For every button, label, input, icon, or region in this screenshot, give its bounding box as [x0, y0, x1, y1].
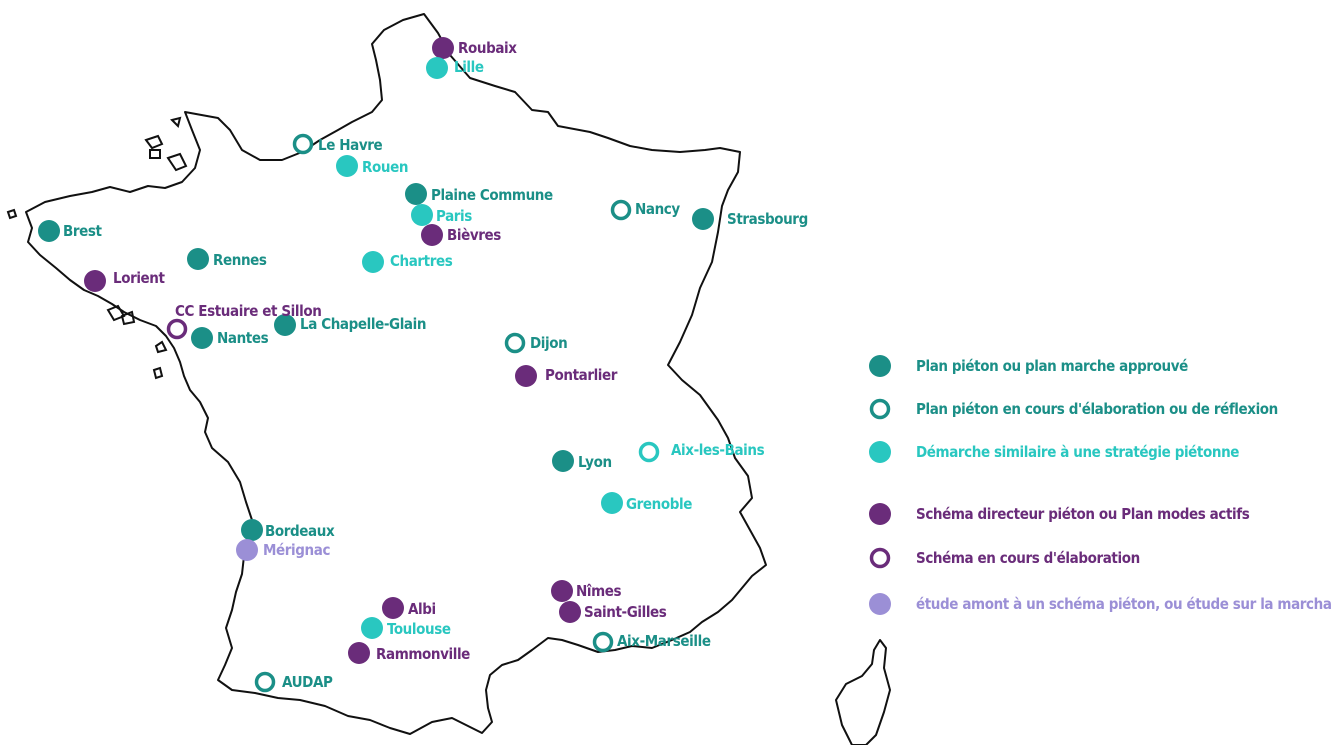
label-nantes: Nantes	[217, 329, 269, 347]
label-audap: AUDAP	[282, 673, 333, 691]
legend-item-plan-in-progress: Plan piéton en cours d'élaboration ou de…	[868, 397, 1278, 421]
label-le-havre: Le Havre	[318, 136, 383, 154]
legend-item-similar: Démarche similaire à une stratégie piéto…	[868, 440, 1239, 464]
label-bievres: Bièvres	[447, 226, 501, 244]
corsica-outline	[835, 639, 891, 745]
label-bordeaux: Bordeaux	[265, 522, 335, 540]
label-saint-gilles: Saint-Gilles	[584, 603, 667, 621]
legend-marker	[869, 593, 891, 615]
marker-rennes[interactable]	[187, 248, 209, 270]
marker-grenoble[interactable]	[601, 492, 623, 514]
marker-cc-estuaire-et-sillon[interactable]	[166, 318, 188, 340]
legend-symbol	[869, 398, 891, 420]
marker-brest[interactable]	[38, 220, 60, 242]
label-plaine-commune: Plaine Commune	[431, 186, 553, 204]
island-outline	[154, 340, 168, 354]
marker-lorient[interactable]	[84, 270, 106, 292]
marker-nimes[interactable]	[551, 580, 573, 602]
label-brest: Brest	[63, 222, 103, 240]
legend-item-plan-approved: Plan piéton ou plan marche approuvé	[868, 354, 1188, 378]
marker-audap[interactable]	[254, 671, 276, 693]
island-outline	[152, 366, 164, 380]
label-strasbourg: Strasbourg	[727, 210, 808, 228]
legend-label: Plan piéton ou plan marche approuvé	[916, 357, 1188, 375]
marker-lille[interactable]	[426, 57, 448, 79]
legend-marker	[869, 398, 891, 420]
label-lyon: Lyon	[578, 453, 612, 471]
label-aix-marseille: Aix-Marseille	[617, 632, 711, 650]
france-outline	[25, 13, 767, 735]
marker-toulouse[interactable]	[361, 617, 383, 639]
island-outline	[166, 152, 188, 172]
marker-merignac[interactable]	[236, 539, 258, 561]
marker-nantes[interactable]	[191, 327, 213, 349]
marker-aix-marseille[interactable]	[592, 631, 614, 653]
marker-pontarlier[interactable]	[515, 365, 537, 387]
island-outline	[149, 149, 161, 159]
label-paris: Paris	[436, 207, 472, 225]
label-grenoble: Grenoble	[626, 495, 692, 513]
marker-nancy[interactable]	[610, 199, 632, 221]
label-la-chapelle-glain: La Chapelle-Glain	[300, 315, 426, 333]
marker-plaine-commune[interactable]	[405, 183, 427, 205]
marker-albi[interactable]	[382, 597, 404, 619]
island-outline	[170, 116, 182, 128]
marker-bievres[interactable]	[421, 224, 443, 246]
marker-strasbourg[interactable]	[692, 208, 714, 230]
legend-marker	[869, 355, 891, 377]
legend-marker	[869, 441, 891, 463]
city-markers	[38, 37, 714, 693]
marker-chartres[interactable]	[362, 251, 384, 273]
marker-dijon[interactable]	[504, 332, 526, 354]
label-cc-estuaire-et-sillon: CC Estuaire et Sillon	[175, 302, 321, 320]
legend-symbol	[869, 593, 891, 615]
marker-roubaix[interactable]	[432, 37, 454, 59]
marker-aix-les-bains[interactable]	[638, 441, 660, 463]
island-outline	[144, 134, 164, 150]
marker-rouen[interactable]	[336, 155, 358, 177]
marker-le-havre[interactable]	[292, 133, 314, 155]
label-aix-les-bains: Aix-les-Bains	[671, 441, 765, 459]
legend-label: étude amont à un schéma piéton, ou étude…	[916, 595, 1331, 613]
marker-lyon[interactable]	[552, 450, 574, 472]
legend-marker	[869, 503, 891, 525]
legend-symbol	[869, 441, 891, 463]
marker-la-chapelle-glain[interactable]	[274, 314, 296, 336]
legend-item-etude: étude amont à un schéma piéton, ou étude…	[868, 592, 1331, 616]
legend-symbol	[869, 547, 891, 569]
label-rennes: Rennes	[213, 251, 267, 269]
label-toulouse: Toulouse	[387, 620, 451, 638]
island-outline	[6, 208, 18, 220]
label-merignac: Mérignac	[263, 541, 330, 559]
label-dijon: Dijon	[530, 334, 567, 352]
legend-label: Plan piéton en cours d'élaboration ou de…	[916, 400, 1278, 418]
legend-symbol	[869, 503, 891, 525]
legend-item-schema-in-progress: Schéma en cours d'élaboration	[868, 546, 1140, 570]
legend-label: Démarche similaire à une stratégie piéto…	[916, 443, 1240, 461]
label-nimes: Nîmes	[576, 582, 622, 600]
label-lorient: Lorient	[113, 269, 166, 287]
marker-saint-gilles[interactable]	[559, 601, 581, 623]
legend-label: Schéma directeur piéton ou Plan modes ac…	[916, 505, 1250, 523]
legend-marker	[869, 547, 891, 569]
legend-item-schema-directeur: Schéma directeur piéton ou Plan modes ac…	[868, 502, 1250, 526]
label-albi: Albi	[408, 600, 436, 618]
label-roubaix: Roubaix	[458, 39, 517, 57]
label-nancy: Nancy	[635, 200, 680, 218]
marker-paris[interactable]	[411, 204, 433, 226]
marker-rammonville[interactable]	[348, 642, 370, 664]
legend-symbol	[869, 355, 891, 377]
label-rouen: Rouen	[362, 158, 408, 176]
label-chartres: Chartres	[390, 252, 453, 270]
label-rammonville: Rammonville	[376, 645, 470, 663]
island-outline	[120, 310, 136, 326]
legend-label: Schéma en cours d'élaboration	[916, 549, 1140, 567]
label-pontarlier: Pontarlier	[545, 366, 618, 384]
label-lille: Lille	[454, 58, 484, 76]
marker-bordeaux[interactable]	[241, 519, 263, 541]
